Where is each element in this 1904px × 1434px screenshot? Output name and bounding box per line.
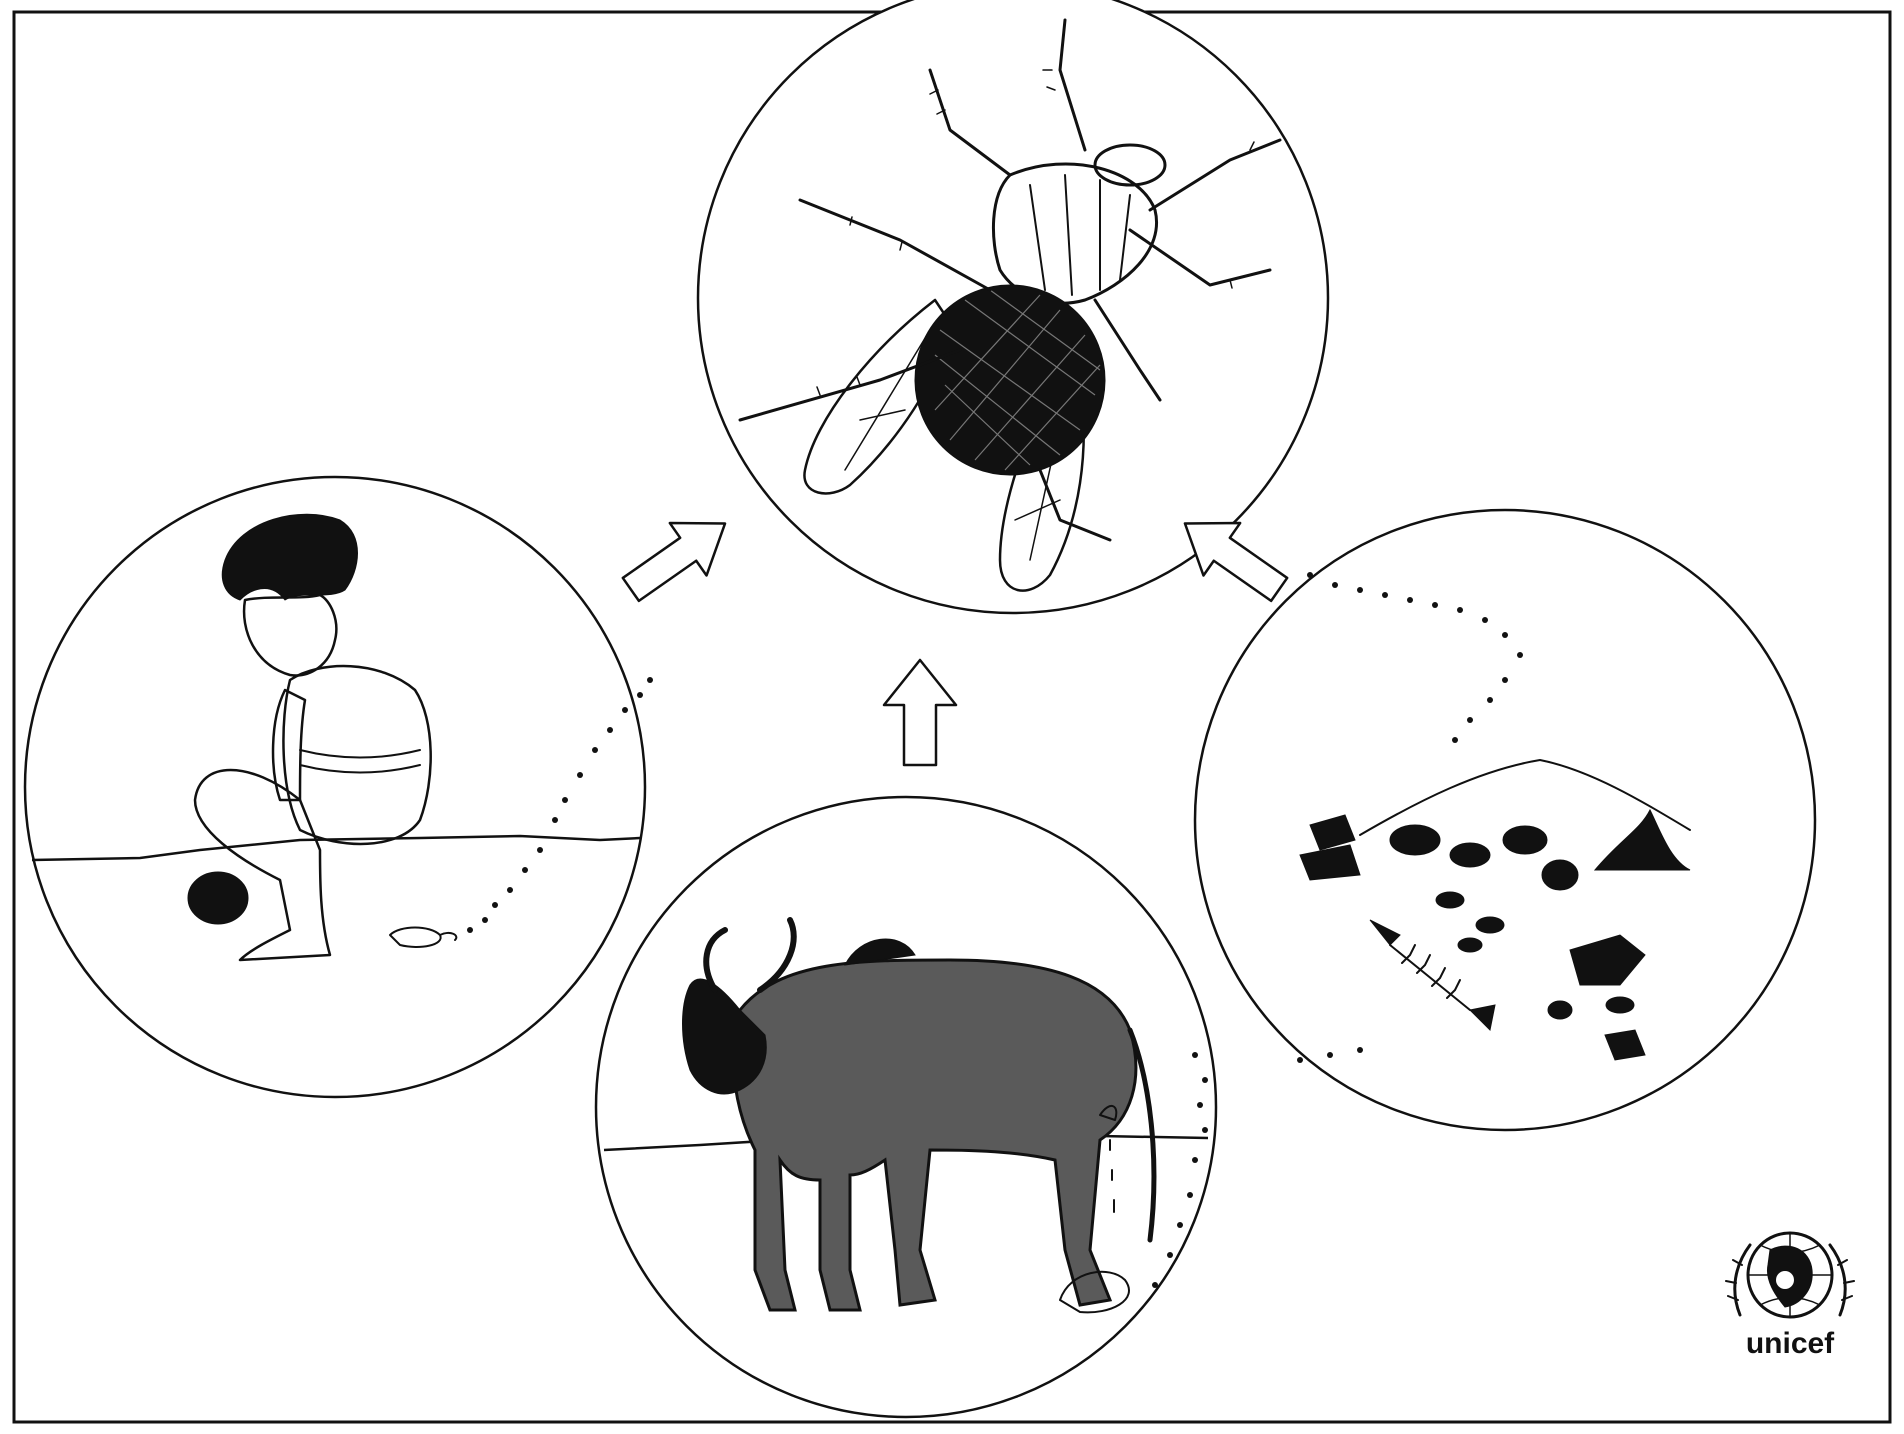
cow-scene: [596, 797, 1216, 1417]
fly-scene: [698, 0, 1328, 613]
garbage-scene: [1195, 510, 1815, 1130]
water-pot: [188, 872, 248, 924]
unicef-wordmark: unicef: [1746, 1327, 1835, 1360]
garbage-circle: [1195, 510, 1815, 1130]
